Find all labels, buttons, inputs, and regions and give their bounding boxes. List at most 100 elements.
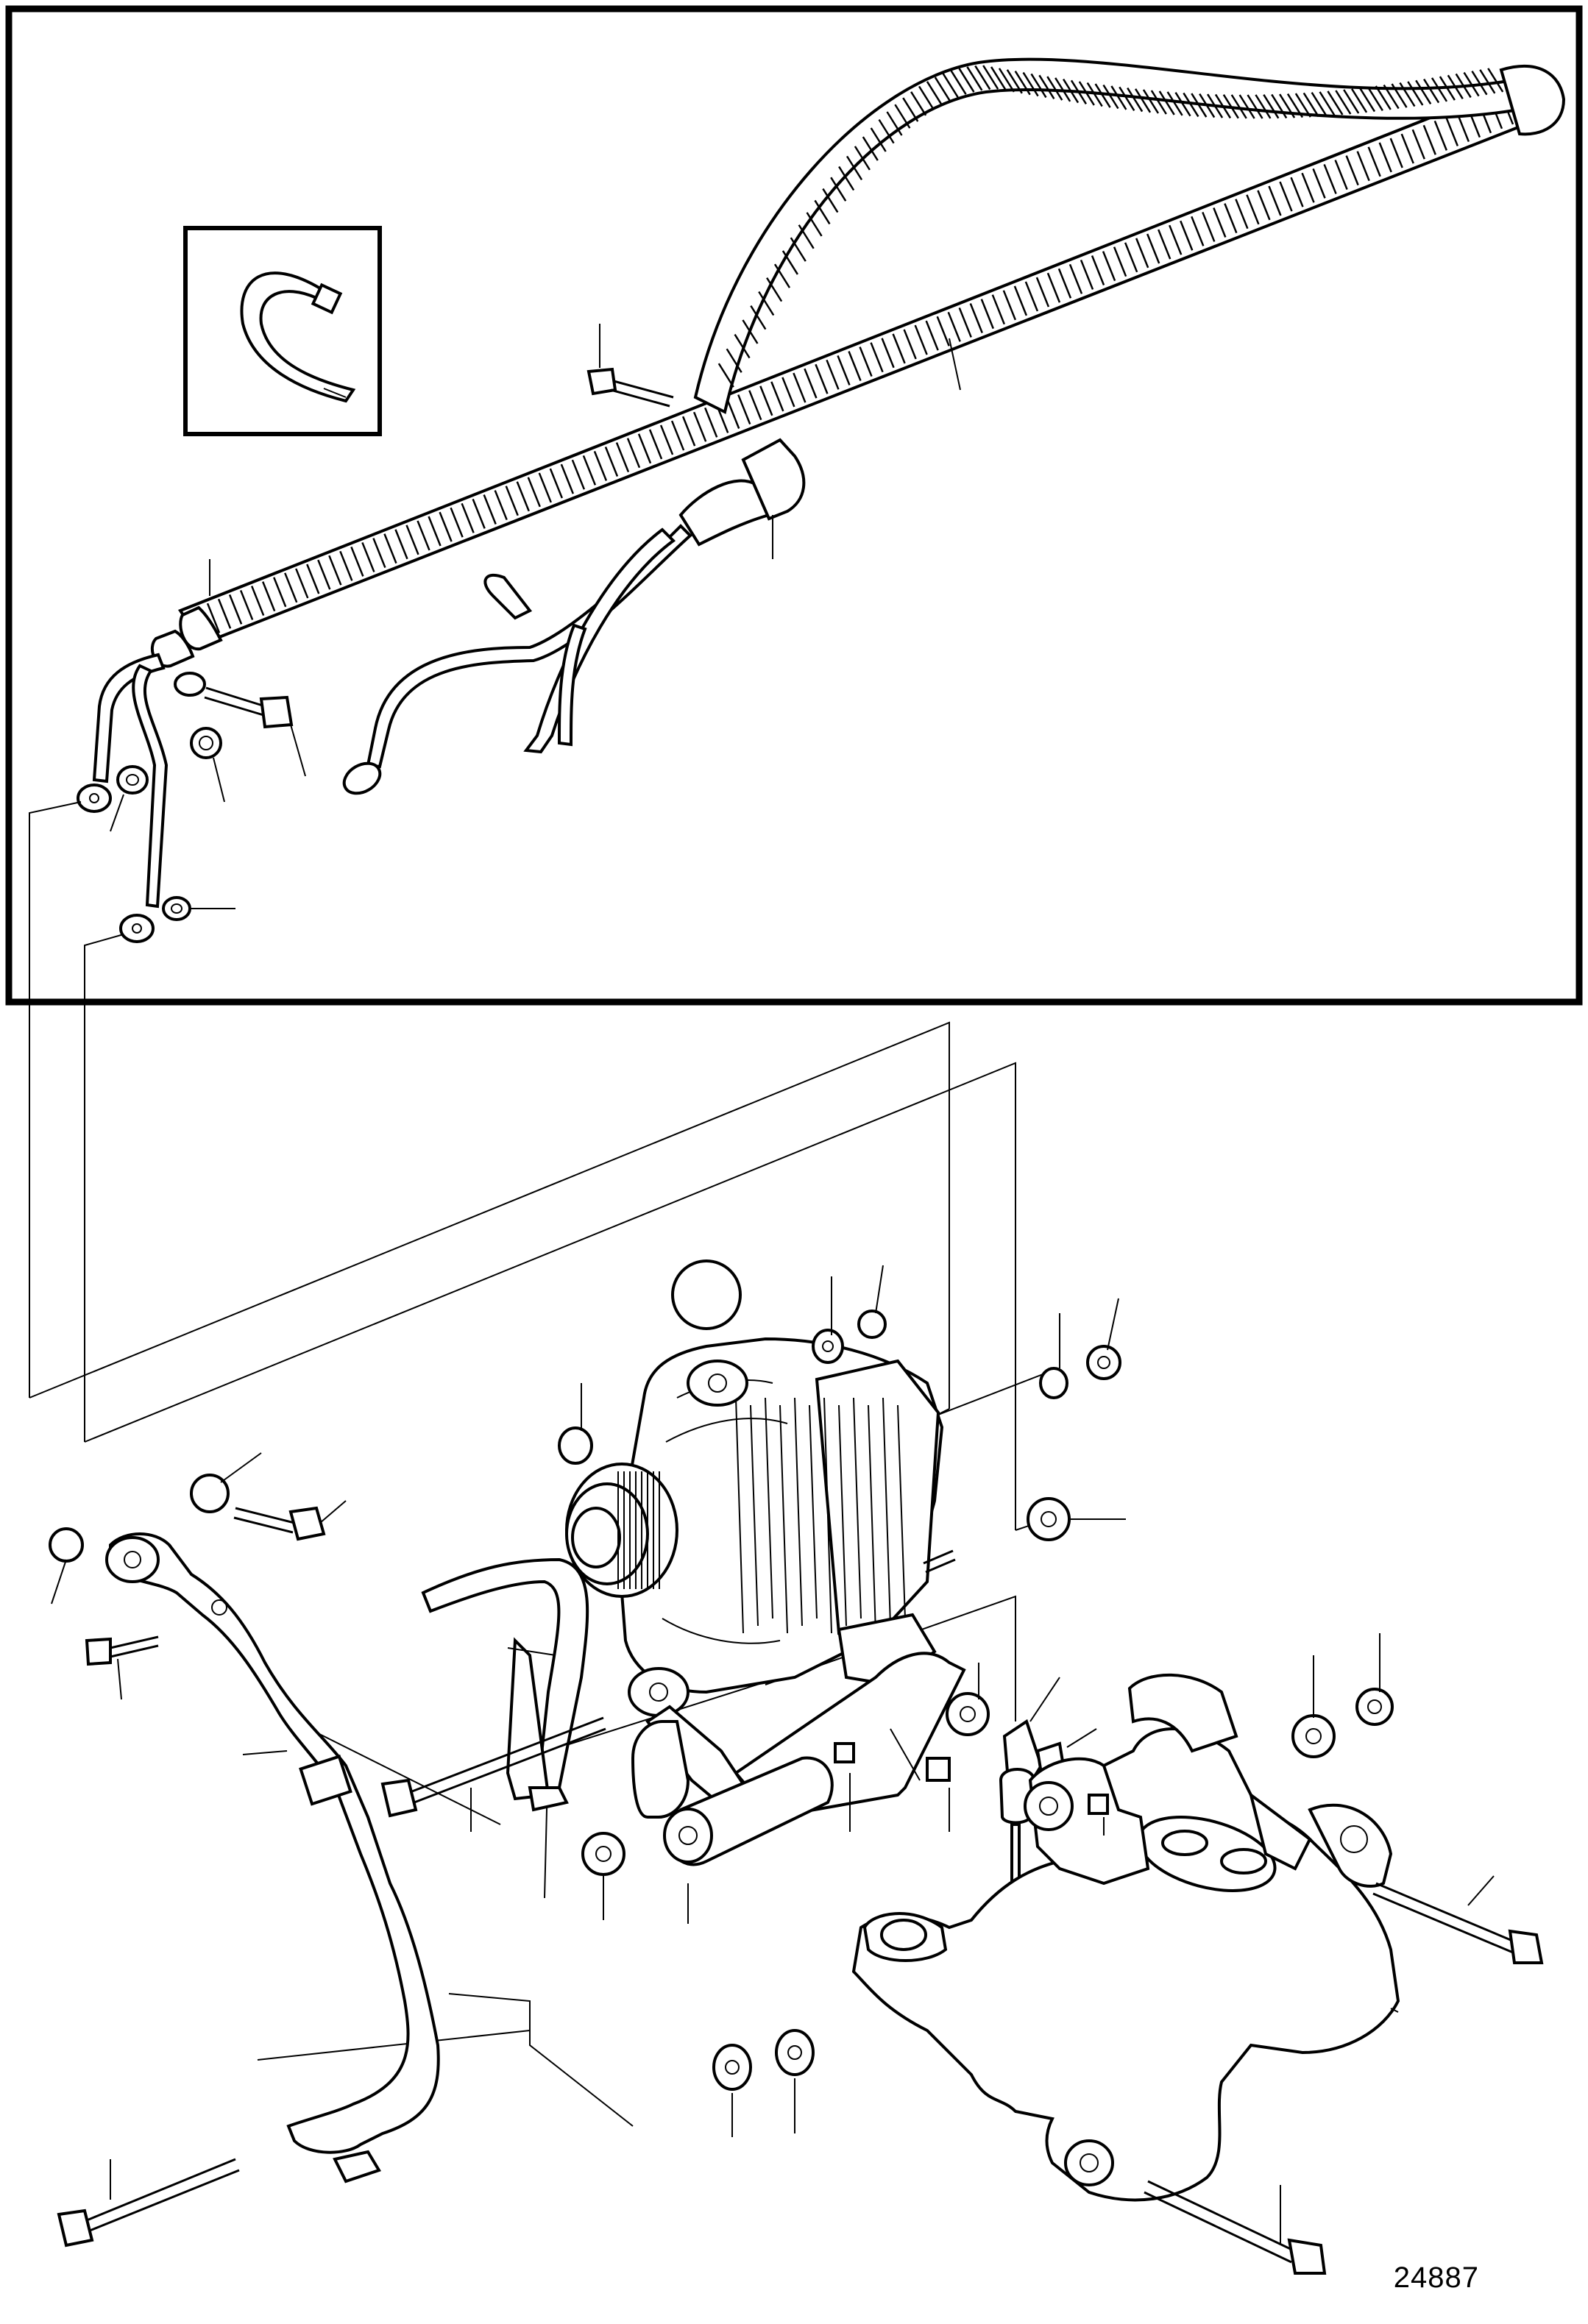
rib-line bbox=[793, 372, 807, 403]
rib-line bbox=[394, 529, 408, 560]
rib-line bbox=[918, 85, 935, 111]
rib-line bbox=[1110, 85, 1127, 110]
rib-line bbox=[560, 463, 575, 494]
rib-line bbox=[1057, 268, 1072, 299]
rib-line bbox=[902, 97, 919, 122]
rib-line bbox=[838, 1404, 847, 1627]
rib-line bbox=[910, 91, 927, 116]
rib-line bbox=[1415, 79, 1432, 104]
rib-line bbox=[1323, 163, 1337, 194]
alternator bbox=[565, 1337, 944, 1717]
rib-line bbox=[1080, 259, 1094, 290]
rib-line bbox=[734, 333, 751, 359]
rib-line bbox=[472, 498, 486, 529]
rib-line bbox=[750, 305, 767, 330]
rib-line bbox=[862, 136, 879, 161]
rib-line bbox=[822, 188, 839, 213]
rib-line bbox=[1487, 68, 1504, 93]
corrugated-hose-branch bbox=[693, 57, 1566, 414]
rib-line bbox=[737, 394, 751, 425]
rib-line bbox=[804, 368, 818, 399]
rib-line bbox=[1191, 216, 1205, 246]
rib-line bbox=[1345, 155, 1359, 186]
rib-line bbox=[1183, 92, 1199, 118]
rib-line bbox=[958, 307, 972, 338]
flange-bolt bbox=[85, 1635, 159, 1666]
rib-line bbox=[798, 224, 815, 249]
rib-line bbox=[361, 542, 375, 572]
rib-line bbox=[1246, 194, 1260, 225]
rib-line bbox=[439, 511, 453, 542]
rib-line bbox=[1113, 246, 1127, 277]
rib-line bbox=[853, 1397, 862, 1619]
rib-line bbox=[1422, 124, 1436, 155]
rib-line bbox=[239, 589, 254, 620]
rib-line bbox=[626, 438, 641, 469]
rib-line bbox=[897, 1404, 906, 1619]
rib-line bbox=[1257, 190, 1271, 221]
rib-line bbox=[1268, 185, 1282, 216]
rib-line bbox=[823, 1397, 832, 1634]
rib-line bbox=[505, 486, 519, 516]
battery-cable-positive bbox=[77, 653, 169, 943]
reference-circle bbox=[671, 1259, 742, 1330]
rib-line bbox=[1358, 87, 1376, 113]
rib-line bbox=[483, 494, 497, 525]
rib-line bbox=[1334, 160, 1348, 190]
rib-line bbox=[1180, 220, 1194, 251]
rib-line bbox=[1247, 94, 1263, 119]
rib-line bbox=[1150, 90, 1167, 115]
inset-leader-lines bbox=[29, 324, 961, 1442]
rib-line bbox=[1389, 138, 1403, 168]
rib-line bbox=[748, 390, 762, 421]
rib-line bbox=[1062, 78, 1080, 104]
rib-line bbox=[914, 324, 928, 355]
rib-line bbox=[217, 598, 232, 629]
rib-line bbox=[1094, 83, 1111, 108]
rib-line bbox=[726, 348, 742, 373]
rib-line bbox=[417, 520, 430, 551]
rib-line bbox=[1014, 71, 1031, 96]
rib-line bbox=[1301, 172, 1315, 203]
rib-line bbox=[735, 1397, 744, 1634]
flange-bolt bbox=[834, 1742, 1109, 1815]
rib-line bbox=[1006, 69, 1023, 94]
rib-line bbox=[1286, 93, 1304, 118]
rib-line bbox=[966, 66, 983, 91]
rib-line bbox=[1356, 151, 1370, 182]
rib-line bbox=[339, 550, 353, 581]
rib-line bbox=[814, 199, 831, 225]
rib-line bbox=[1263, 94, 1280, 119]
rib-line bbox=[1290, 177, 1304, 207]
rib-line bbox=[766, 277, 783, 302]
rib-line bbox=[1400, 133, 1414, 164]
rib-line bbox=[826, 359, 840, 390]
rib-line bbox=[206, 603, 221, 633]
tensioner-sleeve bbox=[663, 1756, 834, 1866]
rib-line bbox=[870, 342, 884, 373]
rib-line bbox=[838, 166, 855, 191]
support-strap bbox=[105, 1532, 440, 2183]
rib-line bbox=[262, 581, 276, 612]
rib-line bbox=[1445, 116, 1459, 146]
flange-bolt bbox=[57, 2158, 240, 2247]
rib-line bbox=[794, 1397, 803, 1627]
rib-line bbox=[593, 450, 608, 481]
rib-line bbox=[1078, 81, 1095, 106]
rib-line bbox=[637, 433, 652, 464]
rib-line bbox=[1202, 211, 1216, 242]
rib-line bbox=[1279, 93, 1296, 118]
rib-line bbox=[1158, 229, 1171, 260]
rib-line bbox=[1479, 69, 1496, 94]
rib-line bbox=[759, 385, 773, 416]
rib-line bbox=[1271, 93, 1288, 119]
rib-line bbox=[868, 1404, 876, 1634]
flange-bolt bbox=[204, 686, 294, 729]
rib-line bbox=[1423, 78, 1440, 104]
rib-line bbox=[1213, 207, 1227, 238]
figure-number: 24887 bbox=[1393, 2261, 1479, 2294]
rib-line bbox=[925, 320, 939, 351]
harness-inset-frame bbox=[5, 5, 1583, 1006]
rib-line bbox=[704, 407, 718, 438]
